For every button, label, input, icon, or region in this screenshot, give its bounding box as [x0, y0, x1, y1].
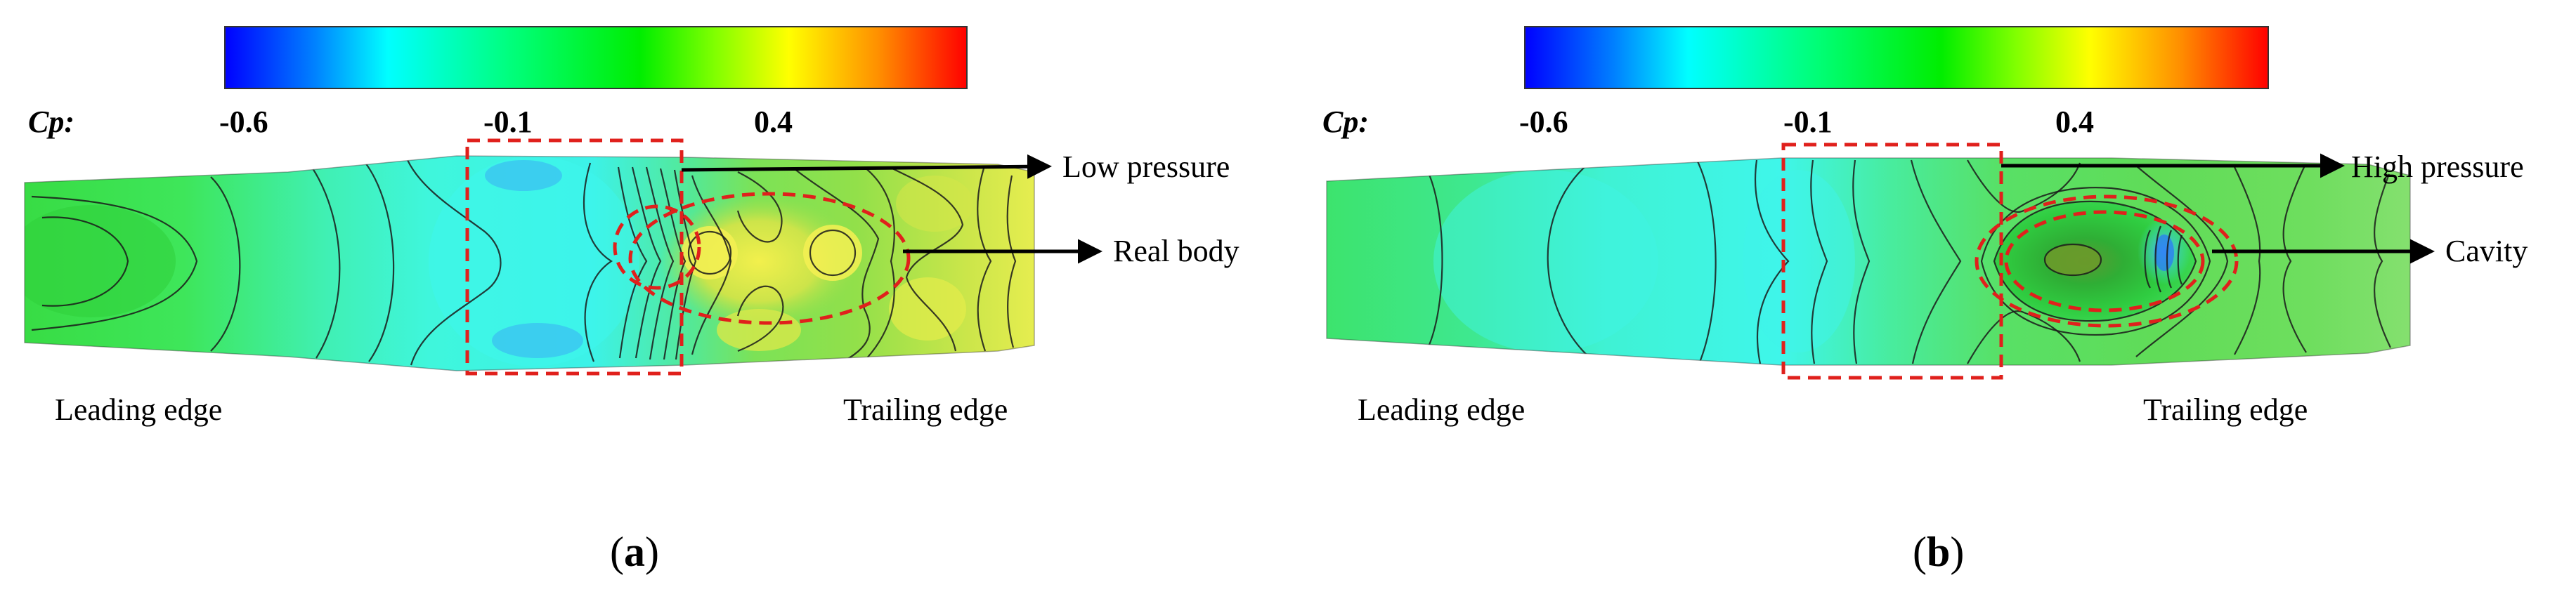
annotation-cavity: Cavity [2445, 234, 2528, 268]
panel-label-a: (a) [610, 529, 659, 575]
high-pressure-region-box-b [1781, 143, 2003, 380]
annotation-high-pressure: High pressure [2351, 150, 2524, 184]
colorbar-b [1524, 26, 2269, 89]
colorbar-tick-b-1: -0.1 [1783, 105, 1833, 139]
blade-outline-a [24, 155, 1035, 371]
colorbar-tick-a-2: 0.4 [754, 105, 793, 139]
pressure-field-a [25, 156, 1034, 371]
trailing-edge-label-b: Trailing edge [2143, 392, 2308, 427]
annotation-low-pressure: Low pressure [1062, 150, 1230, 184]
real-body-region-ellipse-a [628, 192, 911, 325]
panel-a: Cp: -0.6 -0.1 0.4 [24, 26, 1240, 575]
real-body-onset-ellipse-a [613, 204, 701, 290]
low-pressure-arrow-a [681, 154, 1052, 179]
low-pressure-region-box-a [465, 138, 684, 376]
colorbar-tick-a-0: -0.6 [219, 105, 268, 139]
colorbar-a [224, 26, 968, 89]
colorbar-tick-b-2: 0.4 [2055, 105, 2094, 139]
cavity-inner-ellipse-b [2004, 210, 2205, 312]
pressure-field-b [1327, 158, 2410, 365]
annotation-real-body: Real body [1113, 234, 1240, 268]
panel-b: Cp: -0.6 -0.1 0.4 [1322, 26, 2528, 575]
colorbar-variable-label-a: Cp: [28, 105, 74, 139]
cavity-region-ellipse-b [1975, 194, 2239, 328]
leading-edge-label-a: Leading edge [55, 392, 222, 427]
colorbar-tick-a-1: -0.1 [483, 105, 533, 139]
colorbar-tick-b-0: -0.6 [1519, 105, 1568, 139]
colorbar-variable-label-b: Cp: [1322, 105, 1369, 139]
leading-edge-label-b: Leading edge [1358, 392, 1525, 427]
trailing-edge-label-a: Trailing edge [843, 392, 1008, 427]
panel-label-b: (b) [1913, 529, 1964, 575]
